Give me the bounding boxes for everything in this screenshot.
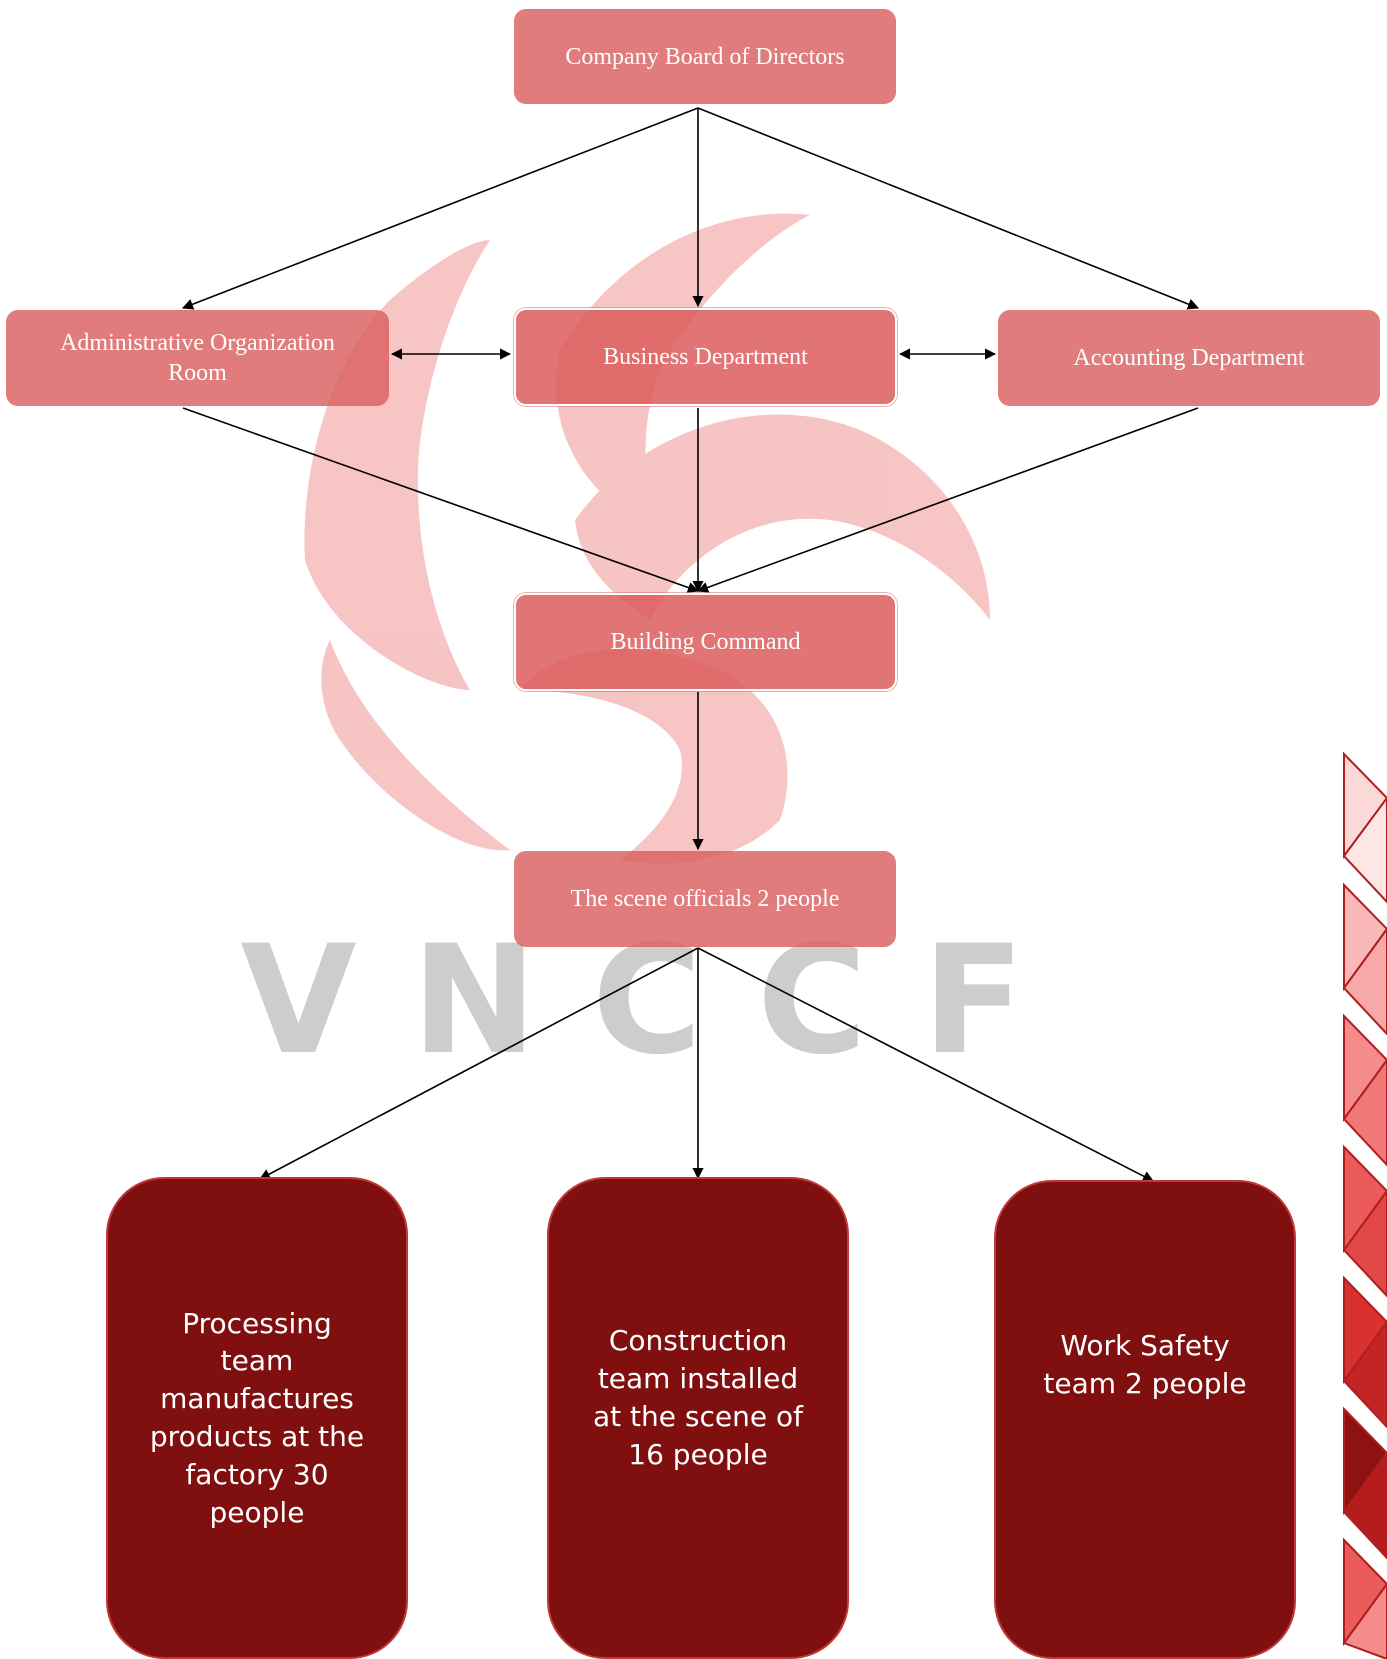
team-processing: Processing team manufactures products at… [106,1177,408,1659]
node-scene: The scene officials 2 people [514,851,896,947]
node-board: Company Board of Directors [514,9,896,104]
node-board-label: Company Board of Directors [565,43,845,70]
team-construction-label: Construction team installed at the scene… [593,1324,803,1471]
team-processing-label: Processing team manufactures products at… [149,1306,365,1529]
node-business-label: Business Department [603,344,808,370]
team-construction: Construction team installed at the scene… [547,1177,849,1659]
node-business: Business Department [514,308,897,406]
node-command: Building Command [514,593,897,691]
team-safety: Work Safety team 2 people [994,1180,1296,1659]
node-accounting-label: Accounting Department [1073,345,1305,371]
node-scene-label: The scene officials 2 people [570,886,840,912]
team-safety-label: Work Safety team 2 people [1043,1328,1247,1400]
node-admin-label: Administrative Organization Room [60,330,335,386]
node-accounting: Accounting Department [998,310,1380,406]
decorative-triangle-strip [1342,752,1387,1659]
node-admin: Administrative Organization Room [6,310,389,406]
node-command-label: Building Command [610,629,801,655]
